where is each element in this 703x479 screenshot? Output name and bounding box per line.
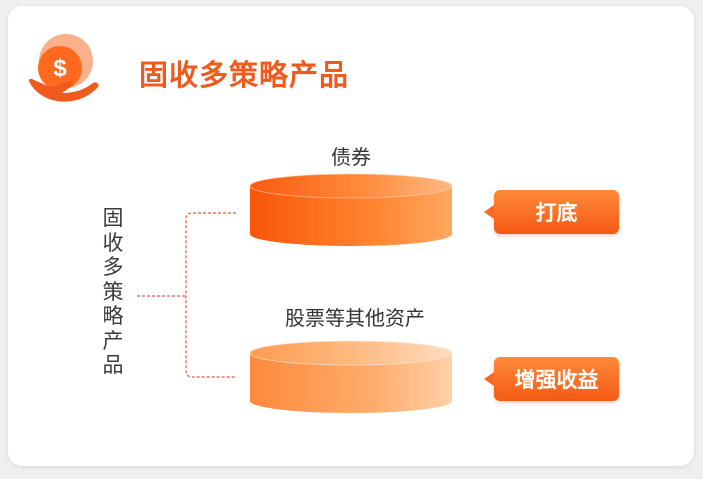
equity-label: 股票等其他资产 [285,306,425,330]
coin-in-hand-icon: $ [28,34,99,102]
page-title: 固收多策略产品 [139,58,350,92]
base-tag: 打底 [484,190,619,234]
enhance-tag: 增强收益 [484,357,619,401]
svg-text:$: $ [53,55,67,82]
bond-label: 债券 [331,145,371,169]
bond-cylinder [249,173,453,246]
strategy-vertical-label: 固收多策略产品 [102,206,124,377]
equity-cylinder [249,340,453,413]
